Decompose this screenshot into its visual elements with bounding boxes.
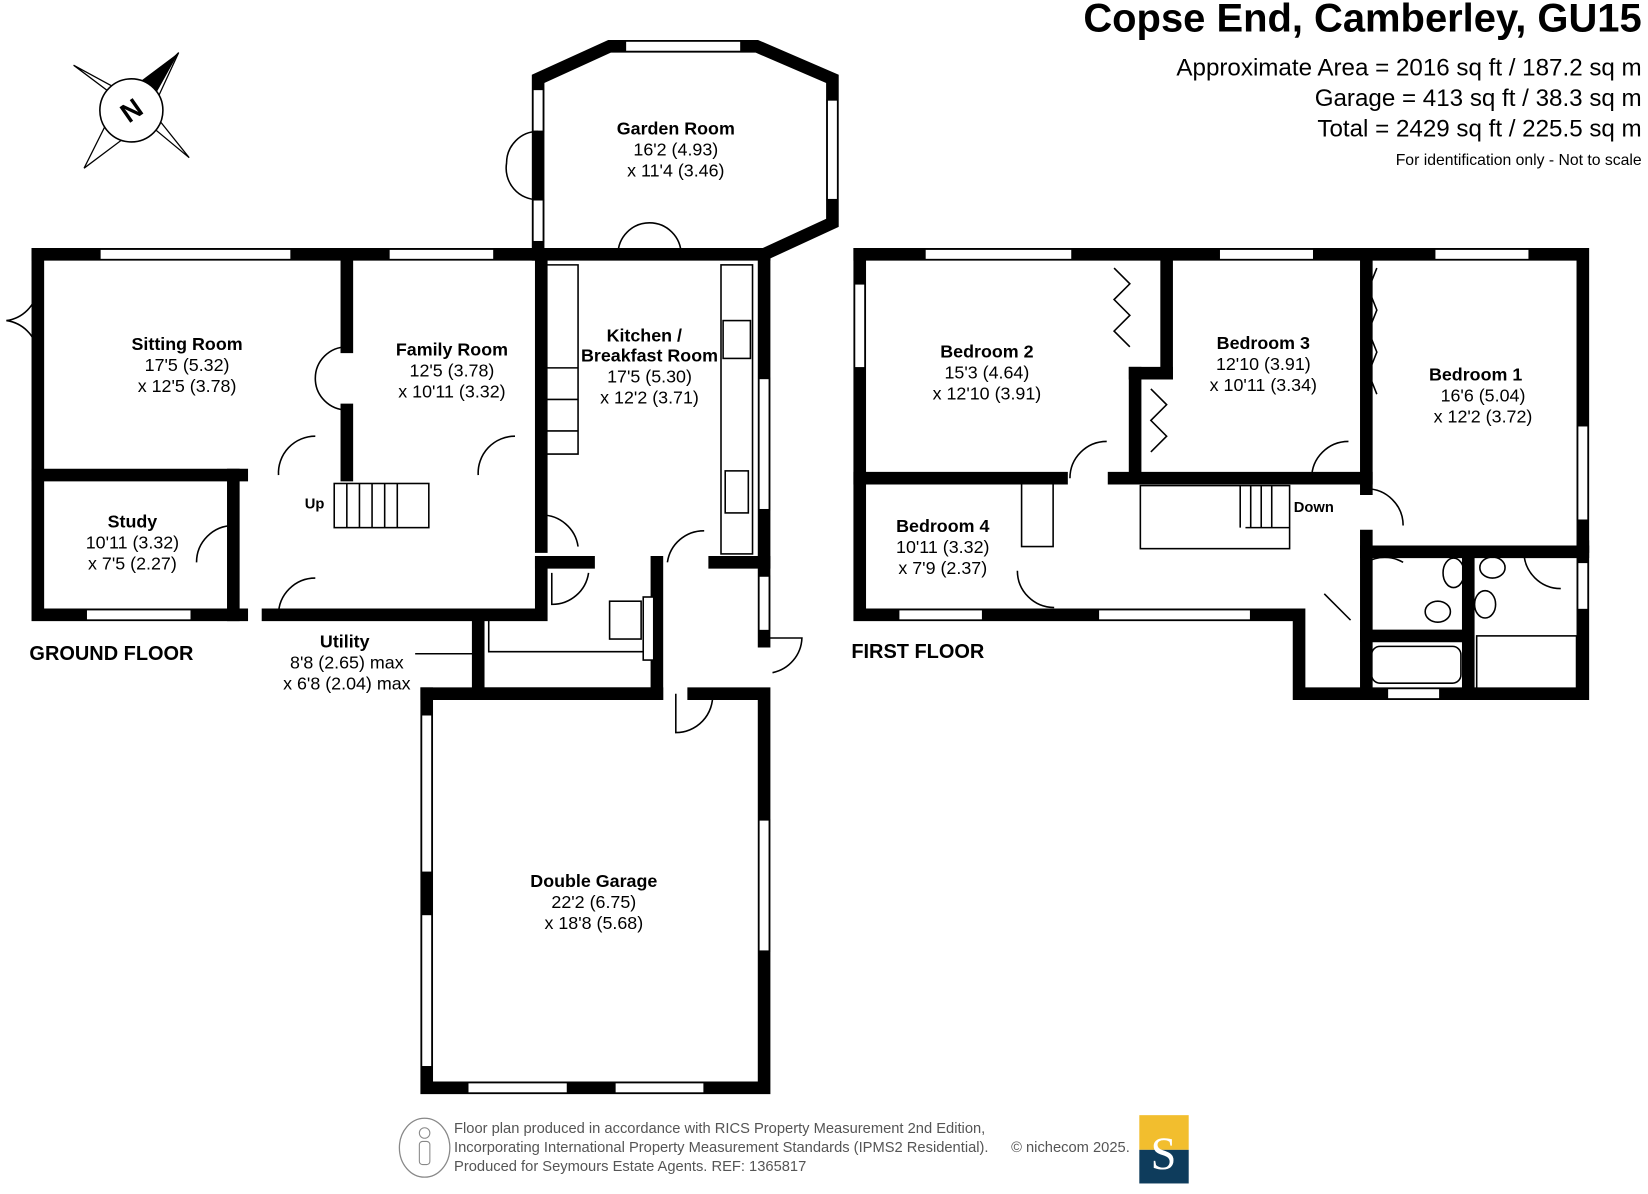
property-title: Copse End, Camberley, GU15 — [1083, 0, 1641, 41]
room-name: Garden Room — [617, 119, 735, 139]
person-icon — [398, 1117, 451, 1178]
room-name: Bedroom 2 — [940, 341, 1033, 361]
ground-floor-labels: Garden Room 16'2 (4.93) x 11'4 (3.46) Si… — [29, 119, 734, 934]
room-dimension: x 12'5 (3.78) — [138, 376, 237, 396]
footer-line: Incorporating International Property Mea… — [454, 1140, 988, 1156]
room-dimension: 16'6 (5.04) — [1441, 386, 1526, 406]
room-name: Bedroom 4 — [896, 516, 989, 536]
room-dimension: 17'5 (5.30) — [607, 367, 692, 387]
room-dimension: x 6'8 (2.04) max — [283, 673, 411, 693]
room-name: Kitchen / — [607, 326, 682, 346]
first-floor-labels: Bedroom 2 15'3 (4.64) x 12'10 (3.91) Bed… — [851, 333, 1532, 663]
scale-note: For identification only - Not to scale — [1396, 152, 1642, 169]
ground-stairs-icon — [333, 264, 579, 529]
approximate-area: Approximate Area = 2016 sq ft / 187.2 sq… — [1176, 55, 1641, 82]
room-dimension: x 12'10 (3.91) — [933, 383, 1042, 403]
basin-icon — [1473, 589, 1497, 619]
stairs-up-label: Up — [305, 497, 325, 513]
first-stairs-icon — [1139, 484, 1291, 550]
room-name: Bedroom 1 — [1429, 364, 1522, 384]
room-dimension: 8'8 (2.65) max — [290, 652, 404, 672]
room-dimension: x 10'11 (3.32) — [398, 381, 505, 401]
total-area: Total = 2429 sq ft / 225.5 sq m — [1317, 116, 1641, 143]
ground-floor-label: GROUND FLOOR — [29, 643, 193, 665]
room-dimension: 12'10 (3.91) — [1216, 354, 1311, 374]
hob-icon — [722, 319, 752, 360]
room-dimension: 17'5 (5.32) — [145, 355, 230, 375]
room-name: Double Garage — [530, 871, 657, 891]
garage-area: Garage = 413 sq ft / 38.3 sq m — [1315, 85, 1642, 112]
footer-line: Floor plan produced in accordance with R… — [454, 1121, 985, 1137]
utility-sink-icon — [608, 600, 642, 640]
first-floor-plan — [853, 248, 1590, 700]
toilet-icon — [1479, 556, 1506, 579]
copyright: © nichecom 2025. — [1011, 1140, 1130, 1156]
room-dimension: 10'11 (3.32) — [86, 533, 179, 553]
footer-line: Produced for Seymours Estate Agents. REF… — [454, 1159, 806, 1175]
logo-letter: S — [1151, 1129, 1177, 1180]
room-dimension: x 18'8 (5.68) — [544, 913, 643, 933]
room-dimension: x 11'4 (3.46) — [627, 161, 724, 181]
first-floor-label: FIRST FLOOR — [851, 641, 984, 663]
basin-icon — [1442, 557, 1465, 589]
room-name: Bedroom 3 — [1217, 333, 1310, 353]
room-name: Sitting Room — [132, 334, 243, 354]
footer: Floor plan produced in accordance with R… — [398, 1115, 1189, 1184]
room-dimension: x 7'5 (2.27) — [88, 554, 177, 574]
room-dimension: 10'11 (3.32) — [896, 537, 989, 557]
compass-icon: N — [73, 52, 190, 169]
room-dimension: x 7'9 (2.37) — [898, 558, 987, 578]
bath-icon — [1370, 645, 1462, 684]
room-dimension: 15'3 (4.64) — [944, 362, 1029, 382]
room-dimension: 22'2 (6.75) — [551, 892, 636, 912]
room-dimension: x 10'11 (3.34) — [1210, 375, 1317, 395]
kitchen-sink-icon — [724, 470, 750, 514]
room-dimension: x 12'2 (3.72) — [1434, 407, 1533, 427]
room-dimension: x 12'2 (3.71) — [600, 388, 699, 408]
shower-icon — [1475, 635, 1578, 690]
room-dimension: 16'2 (4.93) — [633, 140, 718, 160]
toilet-icon — [1424, 600, 1452, 624]
room-name: Breakfast Room — [581, 346, 718, 366]
stairs-down-label: Down — [1294, 500, 1334, 516]
room-name: Utility — [320, 631, 370, 651]
room-dimension: 12'5 (3.78) — [410, 360, 495, 380]
room-name: Study — [108, 512, 158, 532]
room-name: Family Room — [396, 339, 508, 359]
ground-floor-plan — [6, 39, 839, 1095]
seymours-logo: S — [1139, 1115, 1189, 1184]
